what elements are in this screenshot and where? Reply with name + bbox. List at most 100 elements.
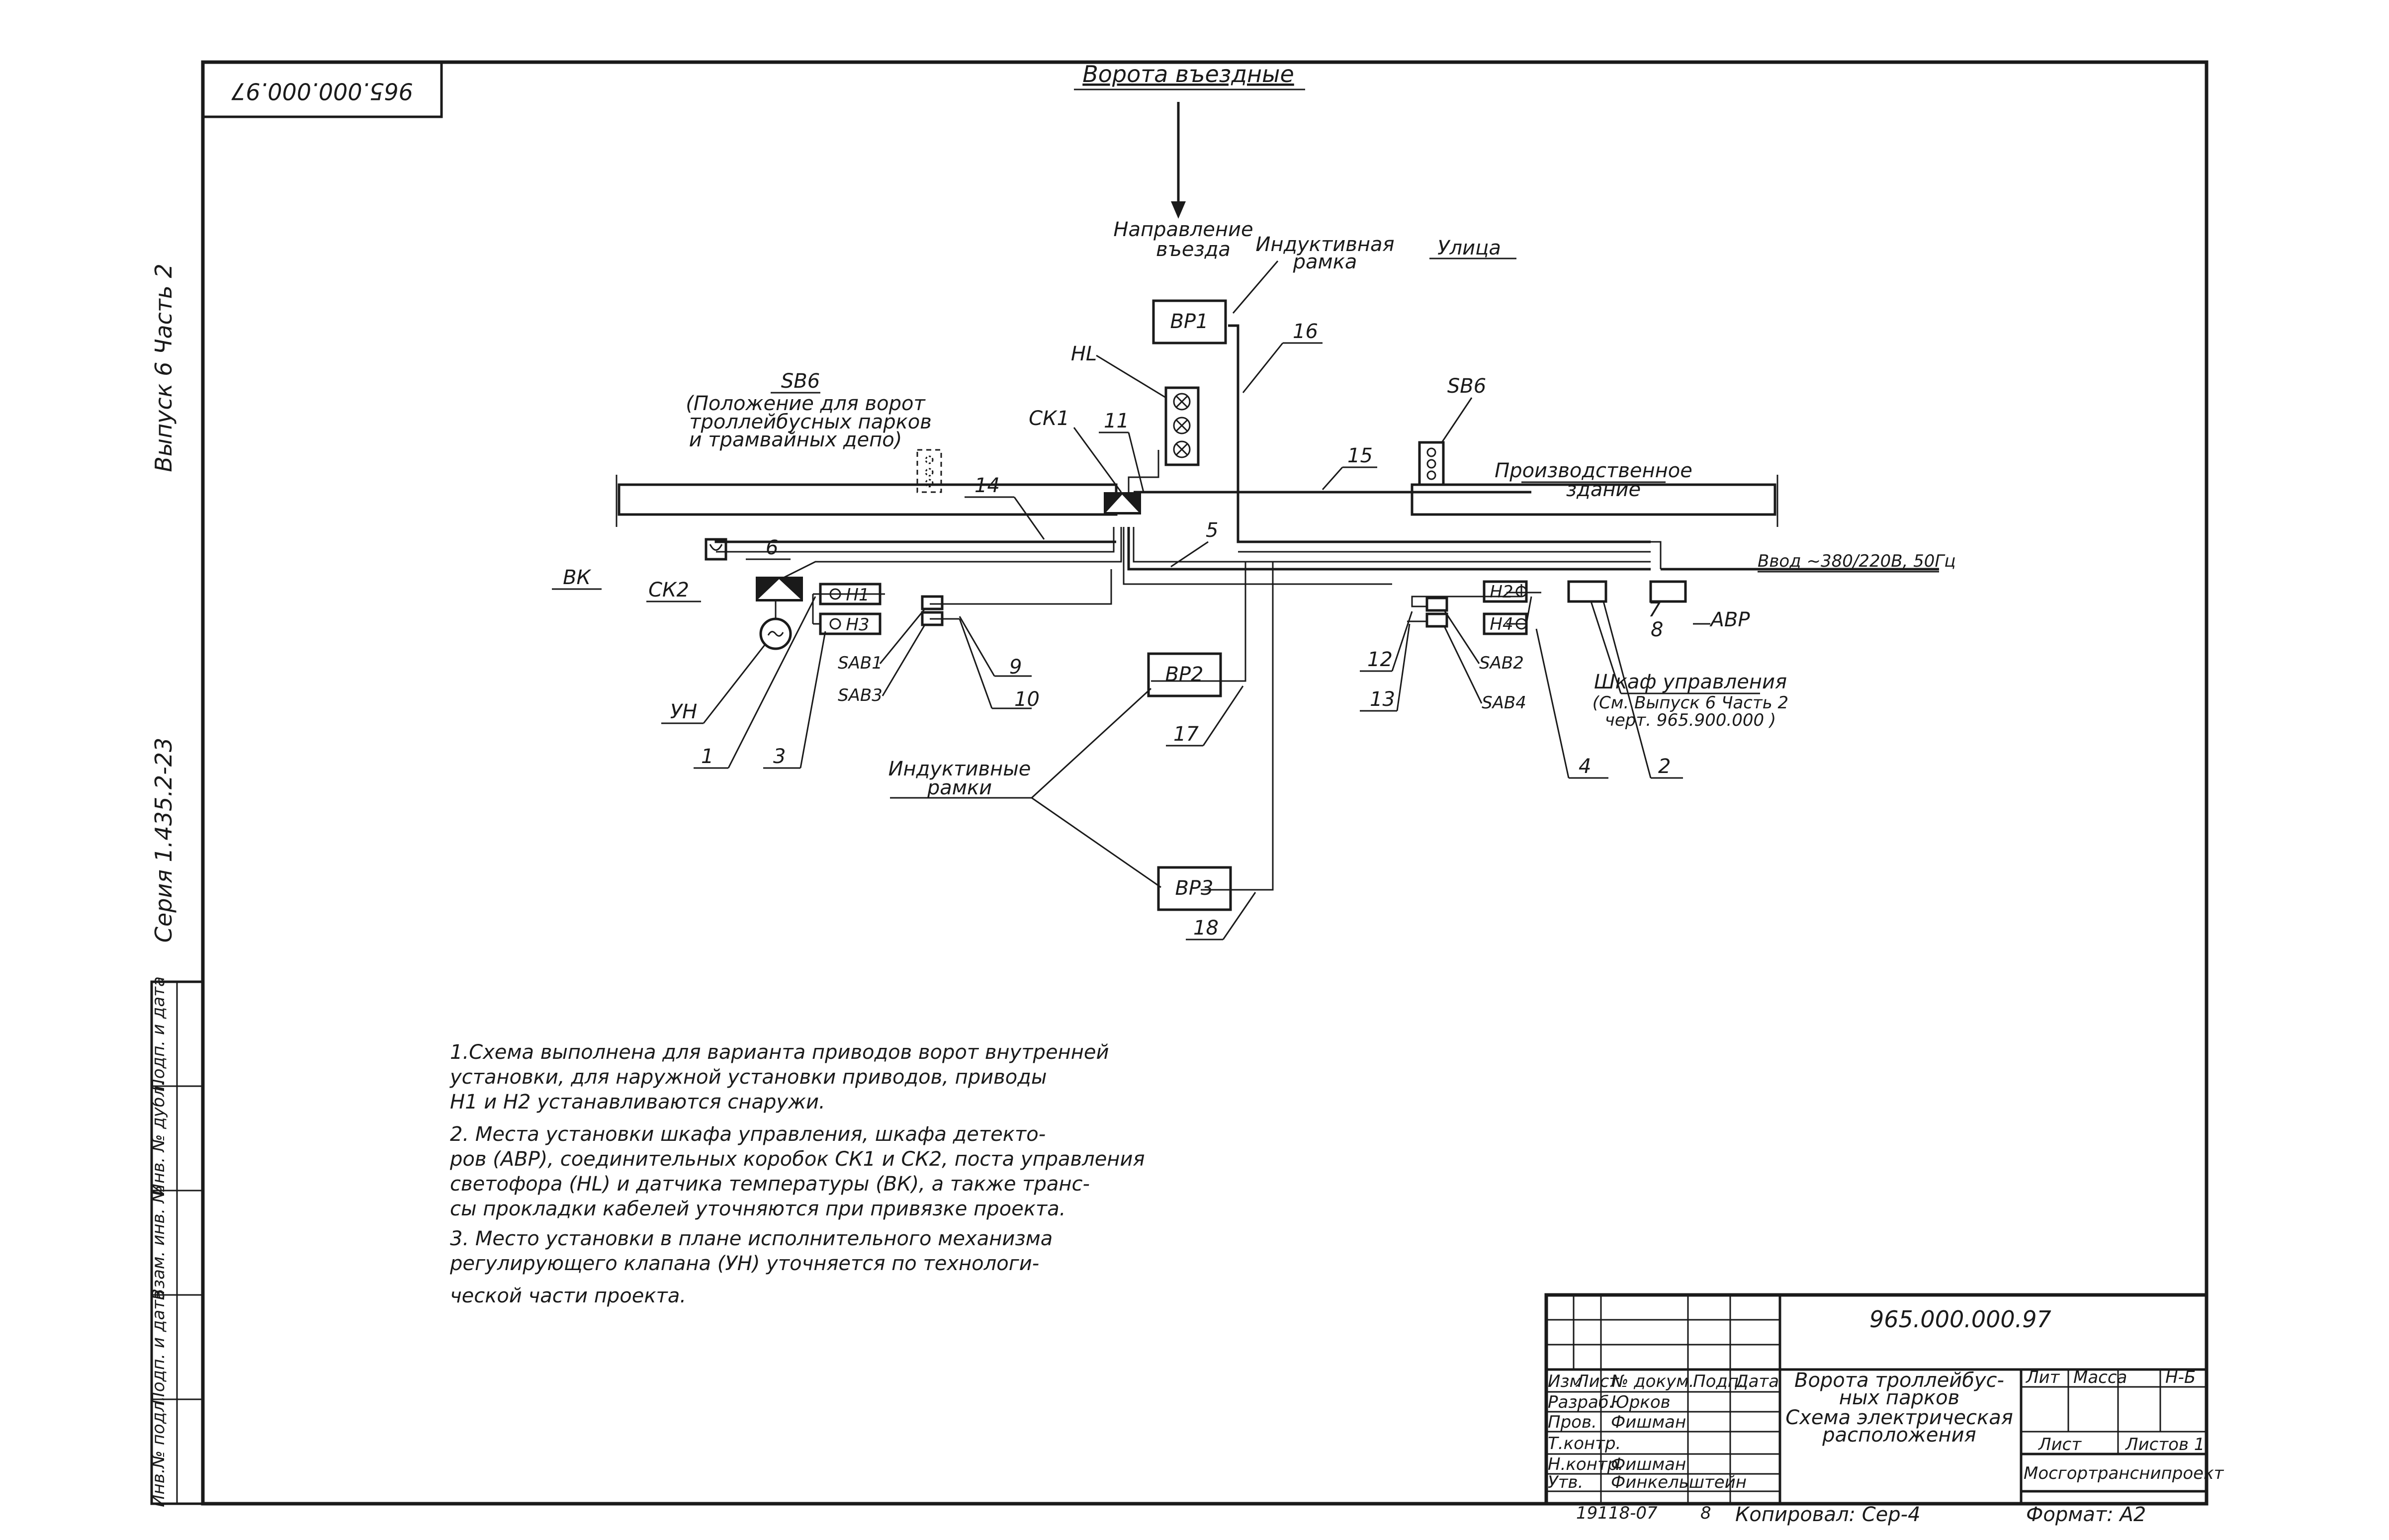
label-ck1: СК1 <box>1029 407 1069 430</box>
svg-text:8: 8 <box>1651 618 1663 641</box>
svg-text:17: 17 <box>1173 723 1199 746</box>
gate-label: Ворота въездные <box>1082 61 1294 87</box>
svg-text:Н1: Н1 <box>846 585 869 605</box>
inductive-many-2: рамки <box>927 776 992 799</box>
svg-text:Лист: Лист <box>1575 1371 1619 1391</box>
detector-cabinet-abp <box>1649 580 1687 603</box>
cabinet-label-1: Шкаф управления <box>1594 671 1787 693</box>
svg-text:Схема электрическая: Схема электрическая <box>1785 1406 2013 1429</box>
label-sab4: SAB4 <box>1482 693 1526 713</box>
svg-text:Формат: А2: Формат: А2 <box>2026 1503 2146 1526</box>
device-bp2: ВР2 <box>1147 652 1222 697</box>
label-abp: АВР <box>1709 608 1751 631</box>
cable-callouts: 1 2 3 4 5 6 7 8 9 10 11 12 13 14 <box>694 320 1683 941</box>
side-issue: Выпуск 6 Часть 2 <box>150 263 177 472</box>
svg-text:Н.контр.: Н.контр. <box>1548 1454 1623 1474</box>
svg-text:ВР1: ВР1 <box>1170 310 1208 333</box>
svg-text:Подп.: Подп. <box>1693 1371 1744 1391</box>
switch-sab2 <box>1425 597 1448 612</box>
svg-text:5: 5 <box>1206 519 1218 542</box>
drive-h3: Н3 <box>819 612 882 635</box>
device-bp1: ВР1 <box>1152 299 1227 344</box>
svg-text:19118-07: 19118-07 <box>1576 1503 1658 1523</box>
svg-text:1: 1 <box>701 745 713 768</box>
cabinet-label-3: черт. 965.900.000 ) <box>1605 710 1776 730</box>
svg-text:Копировал: Сер-4: Копировал: Сер-4 <box>1735 1503 1921 1526</box>
cable-runs <box>714 324 1939 891</box>
svg-text:Пров.: Пров. <box>1548 1412 1597 1432</box>
drive-h4: Н4 <box>1483 612 1528 635</box>
svg-text:регулирующего клапана (УН) уто: регулирующего клапана (УН) уточняется по… <box>449 1252 1039 1275</box>
svg-text:Мосгортранснипроект: Мосгортранснипроект <box>2024 1463 2224 1483</box>
svg-text:Юрков: Юрков <box>1611 1392 1671 1412</box>
svg-text:10: 10 <box>1014 688 1040 711</box>
device-bp3: ВР3 <box>1157 866 1232 911</box>
temp-sensor-bk <box>705 538 727 561</box>
street-label: Улица <box>1437 237 1501 259</box>
svg-text:Н1 и Н2 устанавливаются снаруж: Н1 и Н2 устанавливаются снаружи. <box>450 1091 825 1113</box>
side-series: Серия 1.435.2-23 <box>150 738 177 943</box>
label-sb6-left: SB6 <box>781 370 820 393</box>
svg-text:3: 3 <box>773 745 786 768</box>
svg-text:3. Место установки в плане ис: 3. Место установки в плане исполнительно… <box>450 1227 1053 1250</box>
power-input-label: Ввод ~380/220В, 50Гц <box>1758 551 1956 571</box>
junction-box-ck1 <box>1104 492 1141 514</box>
svg-text:ров (АВР), соединительных коро: ров (АВР), соединительных коробок СК1 и … <box>449 1148 1145 1171</box>
label-sab3: SAB3 <box>838 685 883 705</box>
svg-text:12: 12 <box>1367 648 1393 671</box>
notes-block: 1.Схема выполнена для варианта приводов … <box>449 1041 1145 1307</box>
svg-text:13: 13 <box>1370 688 1395 711</box>
svg-text:Ворота троллейбус-: Ворота троллейбус- <box>1794 1369 2004 1392</box>
switch-sab4 <box>1425 612 1448 628</box>
svg-text:Н4: Н4 <box>1490 614 1513 634</box>
inductive-label-2: рамка <box>1293 251 1357 273</box>
svg-text:Фишман: Фишман <box>1611 1412 1686 1432</box>
switch-sab3 <box>921 611 944 626</box>
svg-text:Масса: Масса <box>2073 1368 2127 1387</box>
svg-text:Разраб.: Разраб. <box>1548 1392 1614 1412</box>
svg-text:установки, для наружной устано: установки, для наружной установки привод… <box>449 1066 1047 1089</box>
svg-text:Лит: Лит <box>2025 1368 2060 1387</box>
title-designation: 965.000.000.97 <box>1869 1306 2051 1333</box>
stamp-number: 965.000.000.97 <box>231 78 413 105</box>
wall-right <box>1411 483 1776 516</box>
svg-text:6: 6 <box>766 536 778 559</box>
svg-text:Утв.: Утв. <box>1548 1472 1583 1492</box>
svg-text:Взам. инв. №: Взам. инв. № <box>149 1186 169 1300</box>
cabinet-label-2: (См. Выпуск 6 Часть 2 <box>1593 693 1788 713</box>
svg-text:1.Схема выполнена для варианта: 1.Схема выполнена для варианта приводов … <box>450 1041 1109 1064</box>
side-margin-table: Инв.№ подл. Подп. и дата Взам. инв. № Ин… <box>149 976 204 1507</box>
svg-text:ческой части проекта.: ческой части проекта. <box>450 1284 686 1307</box>
svg-text:2. Места установки шкафа управ: 2. Места установки шкафа управления, шка… <box>450 1123 1046 1146</box>
svg-text:Инв.№ подл.: Инв.№ подл. <box>149 1396 169 1507</box>
label-sab1: SAB1 <box>838 653 883 673</box>
svg-text:7: 7 <box>1648 599 1661 621</box>
svg-text:ВР3: ВР3 <box>1175 877 1213 900</box>
svg-text:15: 15 <box>1347 444 1373 467</box>
svg-text:светофора (НL) и датчика темпе: светофора (НL) и датчика температуры (ВК… <box>450 1173 1090 1196</box>
svg-text:Н3: Н3 <box>846 615 869 635</box>
label-sb6-right: SB6 <box>1447 375 1486 398</box>
sb6-note-1: (Положение для ворот <box>686 392 926 415</box>
switch-sab1 <box>921 595 944 610</box>
svg-text:сы прокладки кабелей уточняютс: сы прокладки кабелей уточняются при прив… <box>450 1198 1065 1220</box>
inductive-label-1: Индуктивная <box>1255 233 1394 256</box>
svg-text:Подп. и дата: Подп. и дата <box>149 1289 169 1405</box>
svg-text:9: 9 <box>1009 656 1022 679</box>
sheet-frame <box>201 60 2209 1506</box>
traffic-light-hl <box>1164 386 1200 466</box>
sb6-note-3: и трамвайных депо) <box>689 428 902 451</box>
svg-text:Н-Б: Н-Б <box>2165 1368 2196 1387</box>
label-yh: УН <box>670 700 697 723</box>
svg-text:16: 16 <box>1293 320 1318 343</box>
svg-text:Дата: Дата <box>1734 1371 1779 1391</box>
svg-text:Подп. и дата: Подп. и дата <box>149 976 169 1092</box>
control-cabinet <box>1567 580 1607 603</box>
svg-text:Изм: Изм <box>1548 1371 1582 1391</box>
svg-text:4: 4 <box>1579 755 1591 778</box>
svg-text:2: 2 <box>1658 755 1671 778</box>
svg-text:18: 18 <box>1193 917 1219 940</box>
building-label-1: Производственное <box>1495 459 1692 482</box>
